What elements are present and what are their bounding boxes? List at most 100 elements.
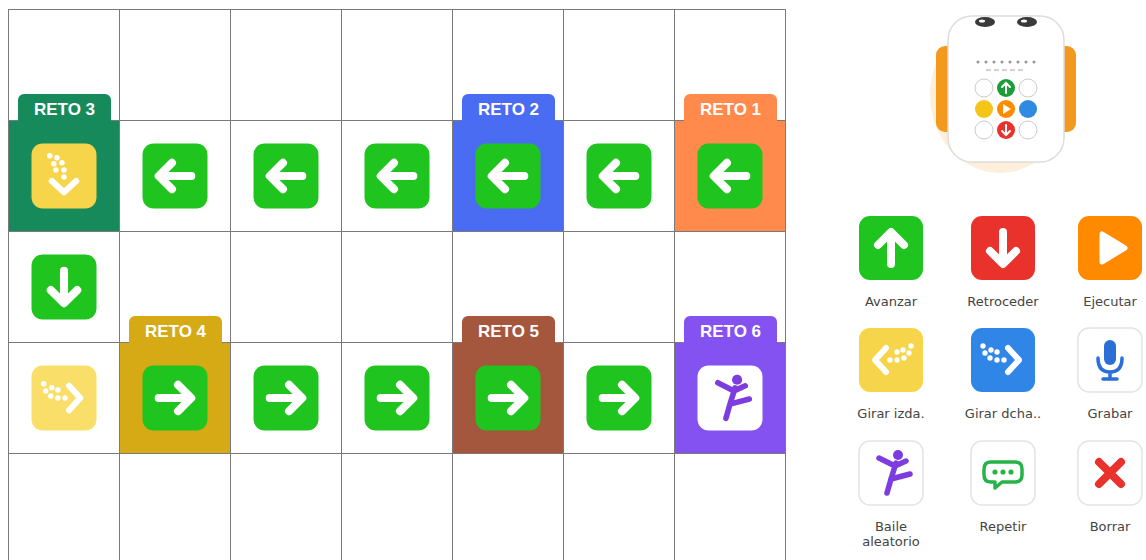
command-icon (971, 328, 1035, 392)
legend-icon (970, 327, 1036, 393)
icon-tile (698, 144, 763, 209)
legend-icon (858, 215, 924, 281)
legend-item: Ejecutar (1078, 215, 1142, 309)
legend-item: Retroceder (961, 215, 1045, 309)
turn-chevron (69, 386, 80, 410)
turn-dot (43, 388, 48, 393)
arrow-glyph (603, 163, 636, 189)
turn-dot (982, 350, 987, 355)
board-grid (8, 9, 786, 560)
command-icon (587, 144, 652, 209)
reto-card: RETO 6 (675, 316, 785, 453)
dancer-head (732, 375, 742, 385)
icon-tile (1078, 216, 1142, 280)
robot-glow (930, 17, 1070, 173)
robot-button (997, 100, 1015, 118)
robot-button (975, 79, 993, 97)
icon-glyph (270, 385, 303, 411)
command-icon (698, 144, 763, 209)
icon-glyph (980, 343, 1019, 372)
legend-icon (1077, 440, 1143, 506)
arrow-glyph (159, 163, 192, 189)
command-icon (971, 441, 1035, 505)
arrow-glyph (270, 163, 303, 189)
robot-led-bar (994, 69, 999, 70)
turn-chevron (875, 348, 886, 372)
dancer-head (893, 450, 903, 460)
command-icon (1078, 328, 1142, 392)
arrow-glyph (990, 232, 1016, 264)
icon-glyph (492, 163, 525, 189)
turn-dot (1001, 357, 1006, 362)
grid-line (230, 9, 231, 560)
arrow-glyph (603, 385, 636, 411)
icon-glyph (270, 163, 303, 189)
icon-glyph (984, 462, 1022, 488)
icon-tile (859, 328, 923, 392)
arrow-glyph (51, 271, 77, 304)
turn-chevron (1008, 348, 1019, 372)
robot-eye (1017, 17, 1037, 27)
turn-dot (62, 395, 67, 400)
legend-icon (970, 440, 1036, 506)
robot-body (948, 16, 1064, 162)
icon-tile (587, 366, 652, 431)
icon-glyph (603, 163, 636, 189)
command-icon (254, 366, 319, 431)
reto-label: RETO 3 (34, 100, 95, 120)
command-icon (32, 144, 97, 209)
robot-led (1024, 60, 1027, 63)
dancer-body (879, 458, 910, 493)
legend-item: Borrar (1078, 440, 1142, 534)
turn-dot (988, 347, 993, 352)
reto-label: RETO 1 (700, 100, 761, 120)
repeat-bubble (984, 462, 1022, 488)
legend-label: Avanzar (849, 294, 933, 309)
legend-item: Repetir (961, 440, 1045, 534)
reto-tab: RETO 2 (462, 94, 555, 125)
grid-line (674, 9, 675, 560)
play-glyph (1102, 234, 1125, 262)
turn-dot (55, 387, 60, 392)
arrow-glyph (381, 163, 414, 189)
turn-dot (908, 343, 913, 348)
legend-icon (1077, 215, 1143, 281)
arrow-glyph (270, 385, 303, 411)
robot-button (997, 79, 1015, 97)
turn-dot (887, 357, 892, 362)
legend-label: Borrar (1078, 519, 1142, 534)
icon-glyph (878, 232, 904, 264)
arrow-glyph (878, 232, 904, 264)
robot-button (975, 121, 993, 139)
turn-dot (894, 349, 899, 354)
mic-stand (1098, 358, 1122, 379)
icon-tile (971, 216, 1035, 280)
robot-button (975, 100, 993, 118)
legend-item: Avanzar (849, 215, 933, 309)
robot-led-bar (1002, 69, 1007, 70)
command-icon (859, 441, 923, 505)
legend-icon (858, 327, 924, 393)
reto-label: RETO 5 (478, 322, 539, 342)
robot-button (1019, 79, 1037, 97)
icon-tile (476, 144, 541, 209)
icon-tile (254, 366, 319, 431)
reto-label: RETO 2 (478, 100, 539, 120)
robot-led (1008, 60, 1011, 63)
turn-dot (894, 357, 899, 362)
reto-card: RETO 5 (453, 316, 563, 453)
icon-glyph (718, 375, 749, 419)
robot-led (1016, 60, 1019, 63)
icon-tile (859, 441, 923, 505)
cell-icon (453, 343, 563, 453)
icon-tile (859, 216, 923, 280)
command-icon (32, 255, 97, 320)
command-icon (476, 144, 541, 209)
arrow-glyph (159, 385, 192, 411)
icon-glyph (990, 232, 1016, 264)
robot-button (1019, 121, 1037, 139)
legend-item: Grabar (1078, 327, 1142, 421)
legend-icon (858, 440, 924, 506)
turn-chevron (52, 181, 76, 192)
legend-label: Repetir (961, 519, 1045, 534)
